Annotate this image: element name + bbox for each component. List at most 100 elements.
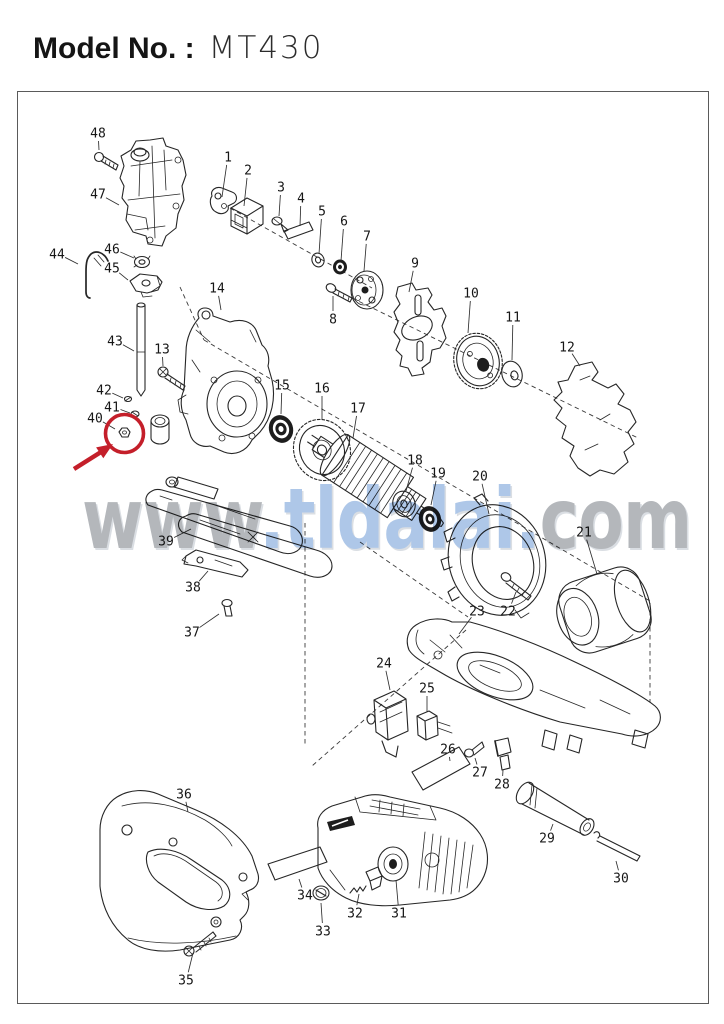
leader-line-42	[112, 392, 124, 399]
part-number-16: 16	[314, 382, 330, 397]
part-number-7: 7	[363, 230, 371, 245]
leader-line-20	[481, 483, 490, 515]
leader-line-2	[243, 177, 248, 207]
part-2-drawing	[230, 197, 264, 235]
part-29-drawing	[515, 781, 595, 836]
part-3-drawing	[271, 216, 289, 233]
part-number-47: 47	[90, 188, 106, 203]
part-33-drawing	[312, 885, 330, 901]
part-number-26: 26	[440, 743, 456, 758]
part-5-drawing	[311, 252, 325, 268]
part-number-35: 35	[178, 974, 194, 989]
leader-line-38	[198, 570, 209, 582]
part-46-drawing	[133, 255, 151, 269]
part-number-3: 3	[277, 181, 285, 196]
leader-line-7	[363, 243, 367, 272]
part-42-drawing	[123, 395, 133, 403]
part-18-drawing	[392, 490, 416, 518]
part-number-23: 23	[469, 605, 485, 620]
leader-line-41	[120, 409, 131, 414]
leader-line-21	[586, 539, 598, 575]
leader-line-36	[185, 801, 189, 813]
part-1-drawing	[209, 186, 238, 215]
leader-line-29	[550, 823, 554, 831]
part-number-20: 20	[472, 470, 488, 485]
highlight-arrow-icon	[72, 444, 113, 471]
leader-line-3	[278, 194, 281, 217]
part-number-22: 22	[500, 605, 516, 620]
part-number-39: 39	[158, 535, 174, 550]
leader-line-46	[120, 251, 135, 259]
leader-line-6	[340, 228, 344, 262]
leader-line-14	[218, 295, 222, 311]
part-28-drawing	[494, 737, 512, 771]
part-31-drawing	[317, 794, 489, 907]
leader-line-11	[511, 324, 514, 361]
part-number-33: 33	[315, 925, 331, 940]
leader-line-45	[118, 272, 129, 281]
part-number-46: 46	[104, 243, 120, 258]
part-number-42: 42	[96, 384, 112, 399]
leader-line-9	[408, 270, 414, 293]
part-20-drawing	[440, 493, 547, 619]
watermark-middle: .tldalai.	[259, 470, 540, 568]
roller-holder-drawing	[150, 414, 170, 445]
part-47-drawing	[119, 137, 187, 247]
part-44-drawing	[85, 251, 109, 299]
part-number-13: 13	[154, 343, 170, 358]
watermark-prefix: www	[82, 470, 260, 568]
part-32-drawing	[349, 866, 383, 894]
part-40-drawing	[118, 427, 131, 438]
part-38-drawing	[181, 549, 249, 578]
part-number-24: 24	[376, 657, 392, 672]
part-number-36: 36	[176, 788, 192, 803]
part-15-drawing	[268, 415, 294, 443]
leader-line-15	[280, 392, 283, 415]
part-34-drawing	[267, 846, 328, 881]
part-37-drawing	[221, 598, 233, 617]
part-8-drawing	[325, 283, 353, 303]
leader-line-35	[187, 952, 194, 973]
leader-line-30	[615, 860, 619, 871]
part-48-drawing	[93, 151, 119, 171]
leader-line-17	[352, 415, 357, 439]
leader-line-24	[385, 670, 391, 691]
leader-line-37	[199, 613, 220, 628]
part-number-11: 11	[505, 311, 521, 326]
leader-line-47	[105, 197, 120, 206]
leader-line-33	[320, 902, 323, 924]
leader-line-27	[474, 757, 478, 765]
part-12-drawing	[553, 361, 637, 477]
leader-line-22	[511, 591, 517, 604]
part-36-drawing	[99, 790, 260, 952]
part-number-25: 25	[419, 682, 435, 697]
part-13-drawing	[157, 366, 186, 391]
leader-line-23	[458, 617, 472, 635]
part-number-17: 17	[350, 402, 366, 417]
part-43-drawing	[136, 302, 146, 397]
leader-line-43	[122, 344, 135, 352]
leader-line-32	[356, 893, 360, 906]
part-number-30: 30	[613, 872, 629, 887]
watermark: www.tldalai.com	[82, 477, 692, 561]
part-number-10: 10	[463, 287, 479, 302]
leader-line-12	[571, 353, 581, 367]
part-number-8: 8	[329, 313, 337, 328]
leader-line-26	[449, 756, 451, 762]
part-number-9: 9	[411, 257, 419, 272]
leader-line-19	[430, 480, 437, 506]
leader-line-10	[467, 300, 471, 334]
part-number-48: 48	[90, 127, 106, 142]
part-23-drawing	[406, 618, 661, 754]
part-number-1: 1	[224, 151, 232, 166]
part-9-drawing	[393, 282, 447, 377]
part-number-28: 28	[494, 778, 510, 793]
diagram-border-frame	[17, 91, 709, 1004]
part-number-12: 12	[559, 341, 575, 356]
assembly-axis-lines	[179, 207, 651, 767]
part-39-drawing	[145, 476, 333, 578]
leader-line-39	[173, 528, 192, 538]
part-number-41: 41	[104, 401, 120, 416]
part-number-19: 19	[430, 467, 446, 482]
